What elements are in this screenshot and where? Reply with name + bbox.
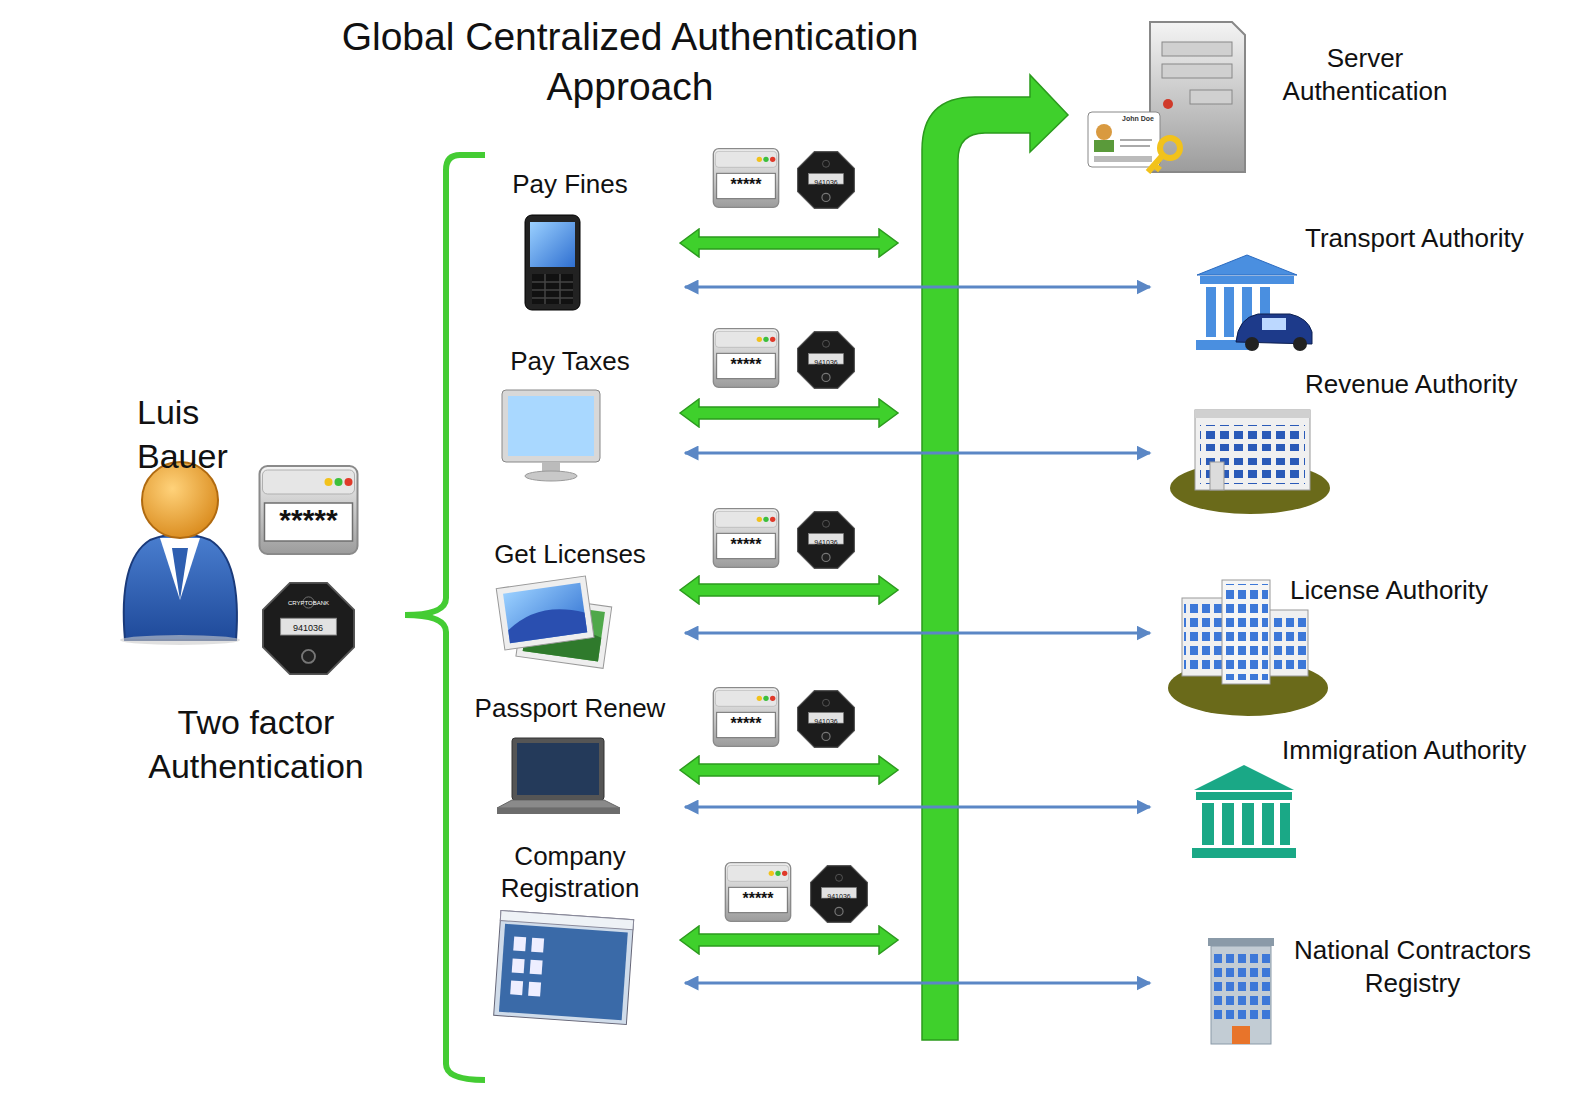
authority-node: Revenue Authority xyxy=(1150,368,1575,518)
node-label: Company Registration xyxy=(455,840,685,904)
icon-text: ***** xyxy=(728,887,788,910)
node-label: Transport Authority xyxy=(1305,222,1575,254)
icon-text: ***** xyxy=(716,353,776,376)
server-node: Server Authentication xyxy=(1255,42,1475,122)
node-label: Immigration Authority xyxy=(1282,734,1572,766)
diagram-title: Global Centralized Authentication Approa… xyxy=(270,12,990,112)
node-label: License Authority xyxy=(1290,574,1570,606)
icon-text: ***** xyxy=(716,712,776,735)
node-label: Two factor Authentication xyxy=(125,700,387,788)
service-node: Passport Renew xyxy=(455,692,685,817)
authority-node: Transport Authority xyxy=(1150,222,1575,352)
node-label: Revenue Authority xyxy=(1305,368,1575,400)
node-label: National Contractors Registry xyxy=(1275,934,1550,1000)
icon-text: 941036 xyxy=(822,892,856,902)
connector-arrow xyxy=(685,982,1150,985)
user-node: Luis BauerTwo factor Authentication xyxy=(120,390,395,792)
icon-text: ***** xyxy=(261,503,356,537)
authority-node: Immigration Authority xyxy=(1150,734,1575,862)
connector-arrow xyxy=(685,452,1150,455)
connector-arrow xyxy=(685,286,1150,289)
authority-node: National Contractors Registry xyxy=(1150,934,1575,1049)
connector-arrow xyxy=(685,806,1150,809)
icon-text: 941036 xyxy=(809,178,843,188)
icon-text: 941036 xyxy=(809,538,843,548)
authority-node: License Authority xyxy=(1150,574,1575,719)
node-label: Pay Fines xyxy=(455,168,685,200)
service-node: Pay Taxes xyxy=(455,345,685,485)
node-label: Pay Taxes xyxy=(455,345,685,377)
node-label: Get Licenses xyxy=(455,538,685,570)
icon-text: ***** xyxy=(716,533,776,556)
icon-text: 941036 xyxy=(282,621,334,635)
icon-text: ***** xyxy=(716,173,776,196)
icon-text: John Doe xyxy=(1117,114,1159,123)
node-label: Luis Bauer xyxy=(137,390,267,478)
node-label: Passport Renew xyxy=(455,692,685,724)
service-node: Get Licenses xyxy=(455,538,685,673)
icon-text: 941036 xyxy=(809,358,843,368)
icon-text: CRYPTOBANK xyxy=(262,599,355,607)
service-node: Company Registration xyxy=(455,840,685,1030)
node-label: Server Authentication xyxy=(1255,42,1475,108)
icon-text: 941036 xyxy=(809,717,843,727)
connector-arrow xyxy=(685,632,1150,635)
service-node: Pay Fines xyxy=(455,168,685,313)
